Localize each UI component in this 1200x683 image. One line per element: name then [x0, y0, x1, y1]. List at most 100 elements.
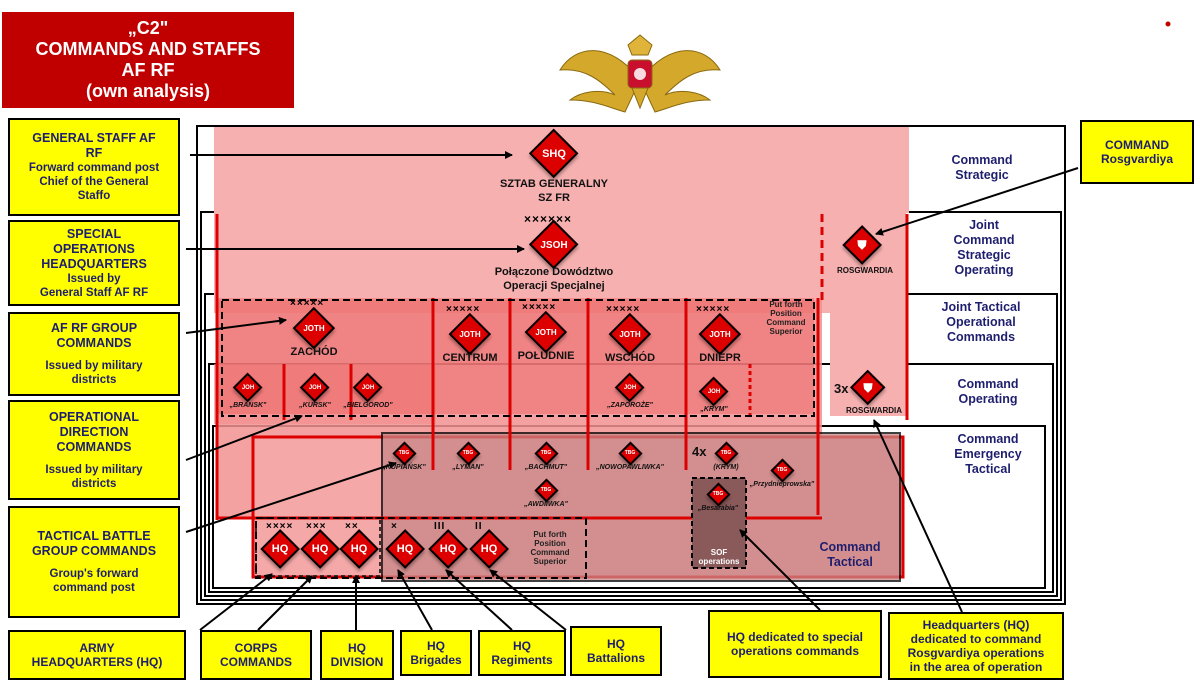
shq-symbol: SHQ: [528, 128, 579, 179]
jsoh-label-2: Operacji Specjalnej: [503, 280, 605, 292]
tbg-2-label: „BACHMUT": [524, 464, 568, 471]
army-hq-line2: HEADQUARTERS (HQ): [31, 655, 163, 669]
sof-hq-line2: operations commands: [730, 644, 860, 658]
shq-label-2: SZ FR: [538, 192, 570, 204]
joh-4-symbol: JOH: [698, 376, 729, 407]
tactical-battle-group-box: TACTICAL BATTLE GROUP COMMANDS Group's f…: [8, 506, 180, 618]
tier-command-strategic: Command Strategic: [930, 153, 1034, 183]
group-commands-line3: Issued by military: [45, 360, 143, 372]
tier-command-emergency: Command Emergency Tactical: [930, 432, 1046, 477]
connector-arrows: [185, 151, 1079, 631]
division-line1: HQ: [348, 641, 366, 655]
hq-4-symbol-code: HQ: [439, 543, 457, 555]
sof-label-l2: operations: [698, 557, 740, 566]
tbg-1-symbol: TBG: [455, 440, 480, 465]
tbg-4-label: (KRYM): [713, 464, 739, 471]
brigades-box: HQ Brigades: [400, 630, 472, 676]
special-ops-line3: HEADQUARTERS: [41, 256, 147, 271]
hq-2-symbol-code: HQ: [350, 543, 368, 555]
rosg-hq-line2: dedicated to command: [910, 632, 1042, 646]
regiments-line1: HQ: [513, 639, 531, 653]
joh-2-label: „BIELGOROD": [343, 402, 393, 409]
tbg-3-symbol: TBG: [617, 440, 642, 465]
joth-3-label: WSCHÓD: [604, 352, 656, 364]
tbg-krym-count: 4x: [692, 444, 707, 459]
joth-2-symbol: JOTH: [524, 310, 567, 353]
sof-label-l1: SOF: [710, 548, 728, 557]
tier-joint-tactical: Joint Tactical Operational Commands: [916, 300, 1046, 345]
general-staff-line1: GENERAL STAFF AF: [32, 131, 156, 145]
sof-operations-label: SOF operations: [694, 548, 744, 566]
rosgwardia2-label: ROSGWARDIA: [846, 406, 902, 415]
tbg-5-symbol-code: TBG: [540, 487, 552, 493]
hq-5-symbol: HQ: [468, 528, 509, 569]
tier-jcso-l3: Strategic: [957, 248, 1011, 262]
joh-3-symbol: JOH: [614, 372, 645, 403]
hq-1-symbol: HQ: [299, 528, 340, 569]
tier-jcso-l4: Operating: [954, 263, 1014, 277]
title-line-1: „C2": [127, 18, 169, 38]
joth-3-echelon: ×××××: [606, 304, 641, 315]
title-line-3: AF RF: [121, 60, 175, 80]
regiments-line2: Regiments: [491, 653, 553, 667]
shq-label-1: SZTAB GENERALNY: [500, 178, 608, 190]
joh-4-symbol-code: JOH: [707, 389, 721, 395]
note-lower-l3: Command: [530, 548, 570, 557]
tbg-3-symbol-code: TBG: [624, 450, 636, 456]
tbg-7-label: „Przydnieprowska": [749, 481, 815, 488]
joth-1-symbol: JOTH: [448, 312, 491, 355]
joth-0-echelon: ×××××: [290, 298, 325, 309]
title-line-4: (own analysis): [85, 81, 211, 101]
hq-1-echelon: ×××: [306, 521, 327, 532]
jsoh-symbol-code: JSOH: [540, 239, 568, 251]
diagram-title: „C2" COMMANDS AND STAFFS AF RF (own anal…: [2, 12, 294, 108]
tier-jtoc-l3: Commands: [946, 330, 1016, 344]
joth-0-label: ZACHÓD: [290, 346, 338, 358]
rosgvardiya-command-box: COMMAND Rosgvardiya: [1080, 120, 1194, 184]
joth-2-symbol-code: JOTH: [535, 327, 557, 337]
group-commands-line1: AF RF GROUP: [50, 321, 138, 335]
special-ops-line5: General Staff AF RF: [39, 286, 149, 299]
joth-3-symbol: JOTH: [608, 312, 651, 355]
eagle-emblem-icon: [559, 34, 721, 113]
joth-3-symbol-code: JOTH: [619, 329, 641, 339]
tbg-4-symbol: TBG: [713, 440, 738, 465]
tactical-bg-line4: command post: [53, 582, 135, 594]
brigades-line2: Brigades: [410, 653, 462, 667]
joth-0-symbol-code: JOTH: [303, 323, 325, 333]
joth-4-label: DNIEPR: [699, 352, 741, 364]
tbg-7-symbol-code: TBG: [776, 467, 788, 473]
group-commands-line4: districts: [71, 374, 117, 386]
general-staff-line5: Staffo: [77, 190, 111, 202]
general-staff-line4: Chief of the General: [39, 176, 149, 188]
rosgvardiya-hq-box: Headquarters (HQ) dedicated to command R…: [888, 612, 1064, 680]
rosg-hq-line4: in the area of operation: [909, 660, 1043, 674]
joth-4-symbol: JOTH: [698, 312, 741, 355]
group-commands-box: AF RF GROUP COMMANDS Issued by military …: [8, 312, 180, 396]
battalions-box: HQ Battalions: [570, 626, 662, 676]
hq-5-echelon: II: [475, 521, 483, 532]
hq-1-symbol-code: HQ: [311, 543, 329, 555]
division-line2: DIVISION: [330, 655, 384, 669]
tier-emergency-l1: Command: [957, 432, 1019, 446]
rosgwardia2-count: 3x: [834, 381, 849, 396]
joth-1-symbol-code: JOTH: [459, 329, 481, 339]
joth-1-label: CENTRUM: [442, 352, 498, 364]
joh-1-symbol: JOH: [299, 372, 330, 403]
tbg-2-symbol-code: TBG: [540, 450, 552, 456]
jsoh-symbol: JSOH: [528, 219, 579, 270]
note-upper-l1: Put forth: [769, 300, 803, 309]
tier-tactical-l2: Tactical: [827, 555, 873, 569]
joth-dashed-box: [221, 299, 815, 417]
jsoh-label-1: Połączone Dowództwo: [494, 266, 614, 278]
battalions-line1: HQ: [607, 637, 625, 651]
note-upper-l3: Command: [766, 318, 806, 327]
joh-2-symbol: JOH: [352, 372, 383, 403]
joh-2-symbol-code: JOH: [361, 385, 375, 391]
joth-4-symbol-code: JOTH: [709, 329, 731, 339]
corps-box: CORPS COMMANDS: [200, 630, 312, 680]
rosgwardia-label: ROSGWARDIA: [837, 266, 893, 275]
rosgwardia2-symbol-code: ⛊: [863, 380, 873, 395]
joh-1-label: „KURSK": [299, 402, 331, 409]
hq-3-symbol: HQ: [384, 528, 425, 569]
